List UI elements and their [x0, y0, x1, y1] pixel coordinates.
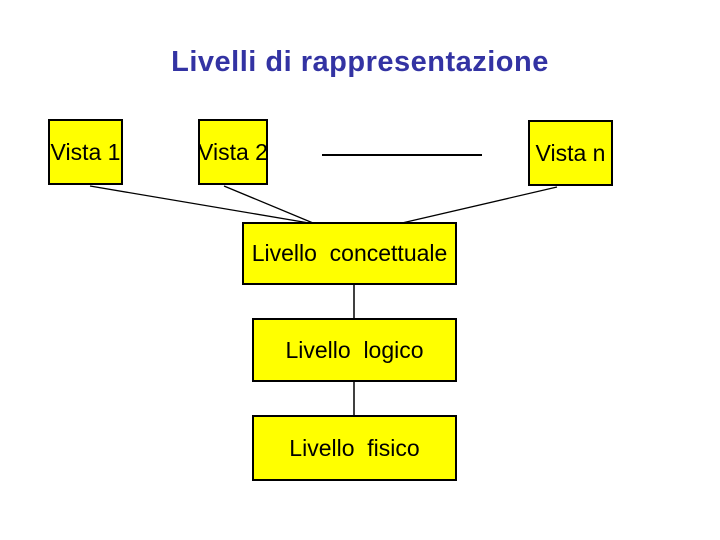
page-title: Livelli di rappresentazione [171, 46, 549, 78]
edge-vista2-concettuale [223, 185, 314, 224]
node-vista-1: Vista 1 [48, 119, 123, 185]
edge-vista1-concettuale [89, 185, 310, 224]
node-livello-fisico: Livello fisico [252, 415, 457, 481]
node-livello-fisico-label: Livello fisico [289, 434, 420, 461]
node-vista-n-label: Vista n [535, 139, 606, 166]
node-livello-concettuale: Livello concettuale [242, 222, 457, 285]
node-livello-concettuale-label: Livello concettuale [251, 240, 448, 266]
node-livello-logico-label: Livello logico [285, 336, 424, 363]
node-vista-2-label: Vista 2 [198, 138, 268, 165]
node-vista-1-label: Vista 1 [50, 138, 121, 165]
node-livello-logico: Livello logico [252, 318, 457, 382]
node-vista-2: Vista 2 [198, 119, 268, 185]
edge-vistan-concettuale [401, 186, 558, 224]
node-vista-n: Vista n [528, 120, 613, 186]
